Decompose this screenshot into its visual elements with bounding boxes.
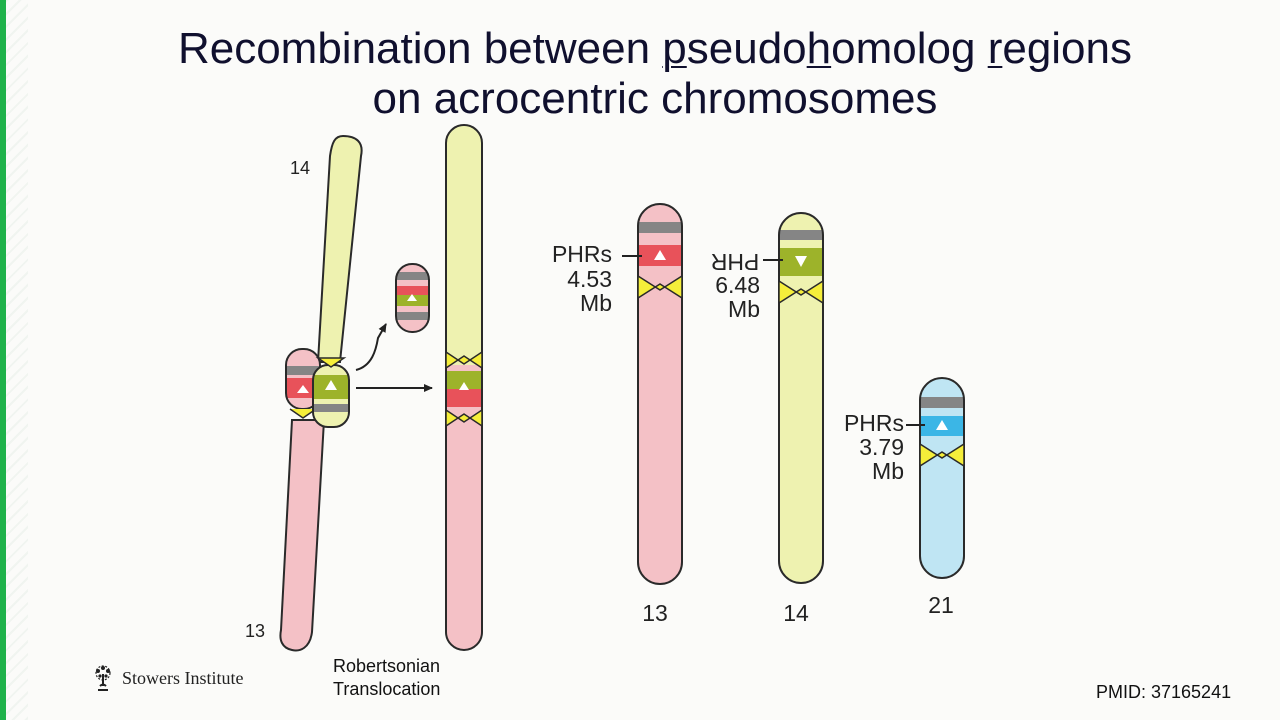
- title-text: omolog: [831, 24, 988, 73]
- phr-triangle-icon: [459, 382, 469, 390]
- robertsonian-chromosome: [446, 125, 482, 650]
- caption-line-2: Translocation: [333, 679, 441, 699]
- phr-unit-21: Mb: [872, 458, 904, 484]
- phr-triangle-icon: [795, 256, 807, 267]
- slide-title: Recombination between pseudohomolog regi…: [0, 24, 1280, 124]
- chromosome-14-outline: [778, 212, 824, 584]
- phr-label-21: PHRs: [844, 410, 904, 436]
- chromosome-13-outline: [637, 203, 683, 585]
- phr-triangle-icon: [654, 250, 666, 260]
- centromere-21: [919, 442, 965, 468]
- robertsonian-caption: Robertsonian Translocation: [333, 655, 440, 701]
- phr-size-14: 6.48: [715, 272, 760, 298]
- chromosome-14: [779, 213, 823, 583]
- logo-text: Stowers Institute: [122, 667, 244, 688]
- title-line-1: Recombination between pseudohomolog regi…: [0, 24, 1280, 74]
- centromere-rob-top: [445, 350, 483, 370]
- chromosome-21: [920, 378, 964, 578]
- label-chr21: 21: [928, 592, 954, 618]
- phr-triangle-icon: [297, 385, 309, 393]
- centromere-13: [637, 274, 683, 300]
- phr-size-13: 4.53: [567, 266, 612, 292]
- label-chr14: 14: [783, 600, 809, 626]
- decorative-pattern: [6, 0, 28, 720]
- title-text: seudo: [686, 24, 807, 73]
- phr-unit-13: Mb: [580, 290, 612, 316]
- title-underlined-letter: h: [806, 24, 832, 73]
- chromosome-13: [638, 204, 682, 584]
- phr-size-21: 3.79: [859, 434, 904, 460]
- centromere-13-left: [289, 408, 317, 419]
- small-fragment-outline: [395, 263, 430, 333]
- label-chr14-left: 14: [290, 158, 310, 178]
- title-text: Recombination between: [177, 24, 663, 73]
- stowers-logo: Stowers Institute: [90, 664, 244, 692]
- title-underlined-letter: p: [662, 24, 687, 73]
- phr-triangle-icon: [936, 420, 948, 430]
- phr-triangle-icon: [407, 294, 417, 301]
- title-text: egions: [1002, 24, 1133, 73]
- label-chr13: 13: [642, 600, 668, 626]
- centromere-rob-bottom: [445, 408, 483, 428]
- left-chromosome-14: [316, 134, 363, 363]
- chromosome-21-outline: [919, 377, 965, 579]
- phr-unit-14: Mb: [728, 296, 760, 322]
- label-chr13-left: 13: [245, 621, 265, 641]
- tree-icon: [95, 665, 111, 691]
- title-underlined-letter: r: [987, 24, 1003, 73]
- title-line-2: on acrocentric chromosomes: [372, 74, 938, 123]
- robertsonian-outline: [445, 124, 483, 651]
- arrow-to-fragment-icon: [355, 323, 387, 371]
- caption-line-1: Robertsonian: [333, 656, 441, 676]
- centromere-14: [778, 279, 824, 305]
- phr-label-13: PHRs: [552, 241, 612, 267]
- phr-triangle-icon: [325, 380, 337, 390]
- centromere-14-left: [315, 357, 347, 368]
- left-chromosome-13-long-arm: [279, 419, 326, 652]
- left-chromosome-14-short-arm: [313, 365, 349, 427]
- accent-bar: [0, 0, 6, 720]
- phr-label-14-inverted: PHR: [711, 249, 760, 275]
- pmid-reference: PMID: 37165241: [1096, 682, 1232, 702]
